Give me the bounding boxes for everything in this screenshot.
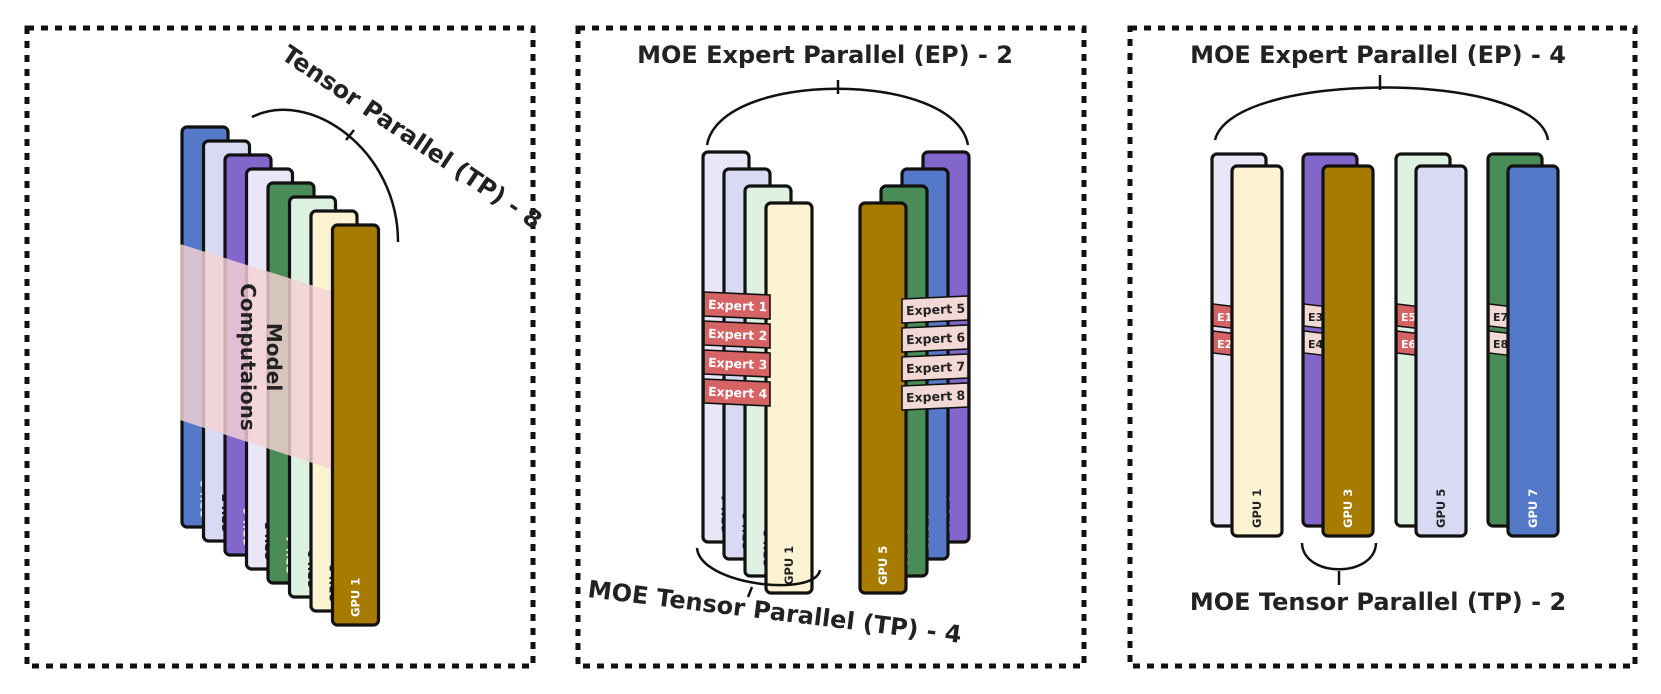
panel-3-frame: [1127, 25, 1638, 669]
expert-5-block: Expert 5: [901, 295, 969, 324]
panel-3-expert-parallel-4: MOE Expert Parallel (EP) - 4 GPU 2E1E2GP…: [1190, 41, 1566, 616]
gpu-7-label: GPU 7: [1526, 489, 1540, 528]
expert-5-shape: [901, 295, 969, 324]
gpu-pair-4: GPU 8E7E8GPU 7: [1486, 152, 1560, 538]
ep2-brace: [705, 87, 970, 146]
e1-label: E1: [1217, 311, 1232, 324]
tp8-brace-tick: [345, 129, 355, 141]
expert-7-label: Expert 7: [906, 359, 966, 377]
expert-2-block: Expert 2: [703, 320, 771, 349]
expert-3-label: Expert 3: [708, 355, 768, 373]
e3-label: E3: [1308, 311, 1323, 324]
gpu-pair-1: GPU 2E1E2GPU 1: [1210, 152, 1284, 538]
band-label-line2: Computaions: [236, 283, 260, 431]
expert-8-label: Expert 8: [906, 388, 966, 406]
e2-label: E2: [1217, 338, 1232, 351]
panel-1-frame: [24, 25, 536, 669]
e7-label: E7: [1493, 311, 1508, 324]
gpu-5-bar: [858, 201, 908, 595]
ep4-brace: [1213, 86, 1550, 141]
expert-4-block: Expert 4: [703, 378, 771, 407]
gpu-3-column: GPU 3: [1321, 164, 1375, 538]
panel-3-gpu-pairs: GPU 2E1E2GPU 1GPU 4E3E4GPU 3GPU 6E5E6GPU…: [1210, 152, 1560, 538]
gpu-1-bar: [1230, 164, 1284, 538]
gpu-5-bar: [1414, 164, 1468, 538]
gpu-5-label: GPU 5: [876, 546, 890, 585]
panel-2-frame: [575, 25, 1087, 669]
gpu-5-label: GPU 5: [1434, 489, 1448, 528]
gpu-1-column: GPU 1: [764, 201, 814, 595]
expert-3-shape: [703, 349, 771, 378]
expert-8-shape: [901, 382, 969, 411]
e4-label: E4: [1308, 338, 1324, 351]
expert-7-shape: [901, 353, 969, 382]
ep4-label: MOE Expert Parallel (EP) - 4: [1190, 41, 1566, 69]
gpu-pair-2: GPU 4E3E4GPU 3: [1301, 152, 1375, 538]
e6-label: E6: [1401, 338, 1417, 351]
gpu-1-column: GPU 1: [330, 223, 381, 627]
gpu-1-bar: [330, 223, 381, 627]
gpu-7-column: GPU 7: [1506, 164, 1560, 538]
gpu-1-column: GPU 1: [1230, 164, 1284, 538]
ep2-label: MOE Expert Parallel (EP) - 2: [637, 41, 1013, 69]
gpu-1-label: GPU 1: [349, 578, 363, 617]
tp4-brace: [695, 547, 822, 587]
gpu-3-label: GPU 3: [1341, 489, 1355, 528]
e5-label: E5: [1401, 311, 1416, 324]
expert-7-block: Expert 7: [901, 353, 969, 382]
gpu-pair-3: GPU 6E5E6GPU 5: [1394, 152, 1468, 538]
gpu-1-label: GPU 1: [782, 546, 796, 585]
expert-4-label: Expert 4: [708, 384, 768, 402]
expert-5-label: Expert 5: [906, 301, 966, 319]
expert-2-label: Expert 2: [708, 326, 768, 344]
gpu-1-bar: [764, 201, 814, 595]
expert-6-label: Expert 6: [906, 330, 966, 348]
gpu-3-bar: [1321, 164, 1375, 538]
gpu-5-column: GPU 5: [858, 201, 908, 595]
expert-6-block: Expert 6: [901, 324, 969, 353]
expert-1-block: Expert 1: [703, 291, 771, 320]
expert-4-shape: [703, 378, 771, 407]
expert-6-shape: [901, 324, 969, 353]
tp4-brace-tick: [746, 586, 754, 598]
model-computation-band: [180, 244, 340, 472]
gpu-5-column: GPU 5: [1414, 164, 1468, 538]
expert-2-shape: [703, 320, 771, 349]
tp2-label: MOE Tensor Parallel (TP) - 2: [1190, 588, 1566, 616]
expert-3-block: Expert 3: [703, 349, 771, 378]
gpu-7-bar: [1506, 164, 1560, 538]
gpu-1-label: GPU 1: [1250, 489, 1264, 528]
e8-label: E8: [1493, 338, 1508, 351]
panel-1-front-gpu: GPU 1: [330, 223, 381, 627]
tp8-brace: [251, 108, 400, 243]
band-label-line1: Model: [262, 323, 286, 391]
tp2-brace: [1300, 542, 1378, 571]
expert-1-label: Expert 1: [708, 297, 768, 315]
expert-8-block: Expert 8: [901, 382, 969, 411]
expert-1-shape: [703, 291, 771, 320]
